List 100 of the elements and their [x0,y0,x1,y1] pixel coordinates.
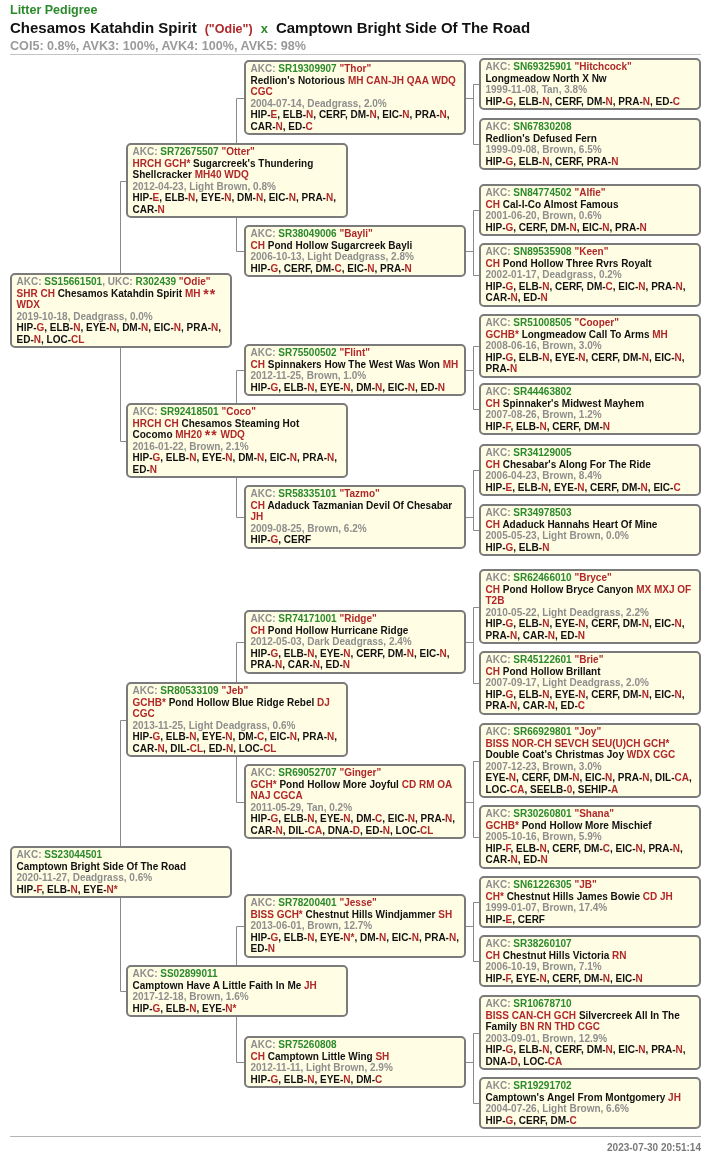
dog-name: CH Pond Hollow Hurricane Ridge [250,624,410,636]
dog-name: GCHB* Longmeadow Call To Arms MH [485,328,669,340]
pedigree-card [244,610,466,674]
health-results: HIP-G, CERF [250,534,313,546]
birth-details: 1999-11-08, Tan, 3.8% [485,84,589,96]
pedigree-line [465,802,480,838]
pedigree-card [244,60,466,135]
registration-line: AKC: SN69325901 "Hitchcock" [485,61,633,73]
birth-details: 2012-05-03, Dark Deadgrass, 2.4% [250,636,413,648]
health-results: HIP-F, ELB-N, CERF, DM-C, EIC-N, PRA-N, CAR-N, ED-N [485,842,684,866]
health-results: HIP-F, ELB-N, CERF, DM-N [485,420,611,432]
registration-line: AKC: SR78200401 "Jesse" [250,897,378,909]
pedigree-line [236,477,245,518]
birth-details: 2003-09-01, Brown, 12.9% [485,1032,609,1044]
health-results: HIP-F, ELB-N, EYE-N* [16,883,119,895]
dog-name: HRCH GCH* Sugarcreek's Thundering Shellcracker MH40 WDQ [132,157,315,181]
pedigree-line [465,251,480,276]
birth-details: 1999-09-08, Brown, 6.5% [485,144,603,156]
birth-details: 2007-12-23, Brown, 3.0% [485,760,603,772]
pedigree-line [465,642,480,684]
pedigree-card [479,876,701,928]
pedigree-card [479,118,701,170]
pedigree-line [465,370,480,410]
registration-line: AKC: SR75500502 "Flint" [250,347,372,359]
registration-line: AKC: SN61226305 "JB" [485,879,598,891]
pedigree-line [236,98,245,144]
health-results: HIP-E, ELB-N, CERF, DM-N, EIC-N, PRA-N, CAR-N, ED-C [250,109,451,132]
pedigree-card [244,764,466,839]
registration-line: AKC: SN89535908 "Keen" [485,246,610,258]
registration-line: AKC: SN67830208 [485,121,573,133]
dog-name: CH Pond Hollow Sugarcreek Bayli [250,239,414,251]
health-results: HIP-G, ELB-N, EYE-N, DM-N, EIC-N, PRA-N, ED-N [132,452,339,475]
pedigree-card [479,651,701,715]
birth-details: 2017-12-18, Brown, 1.6% [132,991,250,1003]
pedigree-line [120,720,127,847]
birth-details: 2006-10-19, Brown, 7.1% [485,961,603,973]
pedigree-card [126,403,348,478]
birth-details: 2007-08-26, Brown, 1.2% [485,409,603,421]
pedigree-card [479,383,701,435]
pedigree-line [120,347,127,442]
health-results: EYE-N, CERF, DM-N, EIC-N, PRA-N, DIL-CA, LOC-CA, SEELB-0, SEHIP-A [485,772,693,795]
pedigree-line [236,1016,245,1063]
birth-details: 2007-09-17, Light Deadgrass, 2.0% [485,677,650,689]
health-results: HIP-E, ELB-N, EYE-N, DM-N, EIC-N, PRA-N, CAR-N [132,192,337,215]
pedigree-card [244,344,466,396]
timestamp: 2023-07-30 20:51:14 [607,1141,701,1154]
birth-details: 2013-06-01, Brown, 12.7% [250,920,374,932]
pedigree-line [465,517,480,531]
registration-line: AKC: SR44463802 [485,386,573,398]
registration-line: AKC: SR19309907 "Thor" [250,63,373,75]
pedigree-card [479,504,701,556]
dog-name: BISS GCH* Chestnut Hills Windjammer SH [250,908,454,920]
dog-name: Camptown Bright Side Of The Road [16,860,187,872]
birth-details: 2011-05-29, Tan, 0.2% [250,801,354,813]
dog-name: Camptown's Angel From Montgomery JH [485,1091,682,1103]
dog-name: BISS NOR-CH SEVCH SEU(U)CH GCH* Double Coat's Christmas Joy WDX CGC [485,737,677,761]
dog-name: Redlion's Defused Fern [485,132,598,144]
birth-details: 2012-11-11, Light Brown, 2.9% [250,1062,394,1074]
birth-details: 1999-01-07, Brown, 17.4% [485,902,609,914]
birth-details: 2012-04-23, Light Brown, 0.8% [132,180,277,192]
pedigree-card [126,682,348,757]
pedigree-card [126,965,348,1017]
birth-details: 2019-10-18, Deadgrass, 0.0% [16,310,154,322]
registration-line: AKC: SR30260801 "Shana" [485,808,615,820]
health-results: HIP-G, ELB-N, EYE-N, CERF, DM-N, EIC-N, PRA-N [485,351,686,375]
registration-line: AKC: SS15661501, UKC: R302439 "Odie" [16,276,212,288]
pedigree-card [10,846,232,898]
dog-name: CH Adaduck Hannahs Heart Of Mine [485,518,659,530]
dog-name: CH Chesabar's Along For The Ride [485,458,652,470]
birth-details: 2006-04-23, Brown, 8.4% [485,470,603,482]
health-results: HIP-G, ELB-N, EYE-N, DM-C, EIC-N, PRA-N, CAR-N, DIL-CA, DNA-D, ED-N, LOC-CL [250,813,457,836]
registration-line: AKC: SR69052707 "Ginger" [250,767,383,779]
dog-name: Longmeadow North X Nw [485,72,608,84]
pedigree-card [244,894,466,958]
dog-name: CH Camptown Little Wing SH [250,1050,391,1062]
pedigree-line [120,181,127,274]
pedigree-line [236,217,245,252]
birth-details: 2002-01-17, Deadgrass, 0.2% [485,269,623,281]
dog-name: GCHB* Pond Hollow Blue Ridge Rebel DJ CGC [132,696,331,720]
pedigree-card [479,723,701,798]
birth-details: 2008-06-16, Brown, 3.0% [485,340,603,352]
call-name: ("Odie") [204,21,253,38]
health-results: HIP-G, ELB-N, CERF, PRA-N [485,155,620,167]
dog-name: CH Adaduck Tazmanian Devil Of Chesabar JH [250,499,454,523]
pedigree-card [479,243,701,307]
pedigree-line [236,756,245,803]
dog-name: Camptown Have A Little Faith In Me JH [132,979,318,991]
birth-details: 2016-01-22, Brown, 2.1% [132,440,250,452]
dog-name: CH Spinnaker's Midwest Mayhem [485,397,646,409]
pedigree-card [244,1036,466,1088]
birth-details: 2010-05-22, Light Deadgrass, 2.2% [485,606,650,618]
health-results: HIP-G, ELB-N [485,541,551,553]
birth-details: 2004-07-26, Light Brown, 6.6% [485,1103,630,1115]
pedigree-line [465,1062,480,1104]
birth-details: 2012-11-25, Brown, 1.0% [250,370,368,382]
pedigree-card [244,225,466,277]
pedigree-card [479,1077,701,1129]
birth-details: 2004-07-14, Deadgrass, 2.0% [250,97,388,109]
headline-name: Chesamos Katahdin Spirit [10,19,197,37]
birth-details: 2001-06-20, Brown, 0.6% [485,210,603,222]
